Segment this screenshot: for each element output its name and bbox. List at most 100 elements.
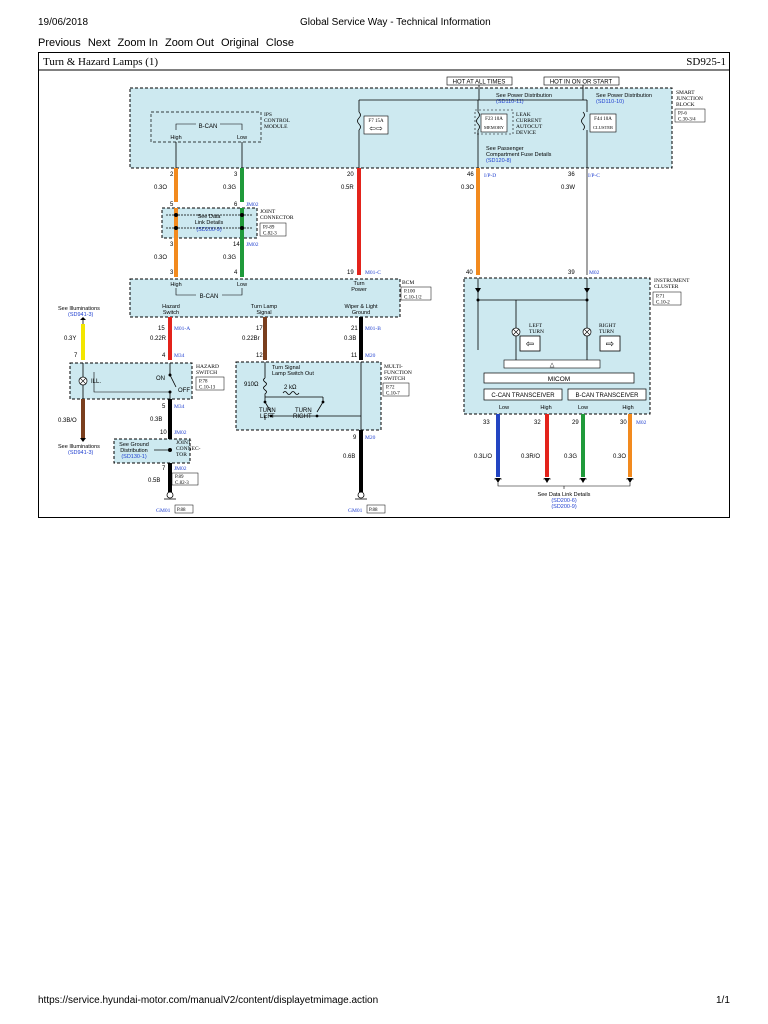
sd110-10-link[interactable]: (SD110-10): [596, 99, 624, 105]
pin-9: 9: [353, 435, 357, 441]
sjb-ref-1: PJ-6: [678, 112, 687, 117]
zoom-out-link[interactable]: Zoom Out: [164, 37, 214, 49]
zoom-in-link[interactable]: Zoom In: [117, 37, 158, 49]
turn-left-2: LEFT: [260, 414, 275, 420]
wire-03o-top: 0.3O: [461, 185, 474, 191]
pin-15: 15: [158, 326, 165, 332]
joint-pin-5: 5: [170, 202, 174, 208]
ic-pin-32: 32: [534, 420, 541, 426]
m34-a: M34: [174, 353, 185, 359]
sd200-6-link[interactable]: (SD200-6): [551, 498, 577, 504]
leak-label-3: AUTOCUT: [516, 124, 543, 130]
right-turn-1: RIGHT: [599, 323, 616, 329]
hazard-ref-box: [195, 376, 225, 391]
ips-high: High: [170, 135, 181, 141]
wire-03b-b: 0.3B: [150, 417, 162, 423]
joint2-ref-2: C.82-3: [175, 481, 189, 486]
mfs-ref-2: C.10-7: [386, 392, 400, 397]
fuse-f23-memory: MEMORY: [484, 125, 505, 130]
conn-ip-d: I/P-D: [484, 173, 496, 179]
g88-b: P.88: [369, 508, 378, 513]
footer-page: 1/1: [716, 995, 730, 1006]
left-arrow-icon: ⇦: [526, 339, 534, 350]
hazard-ref-2: C.10-13: [199, 386, 216, 391]
diagram-code: SD925-1: [686, 56, 726, 68]
sd130-1-link[interactable]: (SD130-1): [121, 454, 147, 460]
right-arrow-icon: ⇨: [606, 339, 614, 350]
bcm-bcan: B-CAN: [200, 294, 219, 300]
see-data-link-2: Link Details: [195, 220, 224, 226]
ic-label-1: INSTRUMENT: [654, 278, 690, 284]
jm02-b: JM02: [246, 242, 259, 248]
pin-36: 36: [568, 172, 575, 178]
turn-right-1: TURN: [295, 408, 312, 414]
pin-3: 3: [234, 172, 238, 178]
wire-03g-b: 0.3G: [223, 255, 236, 261]
sd120-8-link[interactable]: (SD120-8): [486, 158, 512, 164]
tr-low-a: Low: [499, 405, 509, 411]
left-turn-1: LEFT: [529, 323, 543, 329]
hazard-switch-label-1: Hazard: [162, 304, 180, 310]
see-ground-1: See Ground: [119, 442, 149, 448]
pin-10: 10: [160, 430, 167, 436]
next-link[interactable]: Next: [87, 37, 111, 49]
sd941-3-link-a[interactable]: (SD941-3): [68, 312, 94, 318]
original-link[interactable]: Original: [220, 37, 259, 49]
fuse-f23: F23 10A: [485, 117, 503, 122]
sd110-11-link[interactable]: (SD110-11): [496, 99, 524, 105]
jm02-d: JM02: [174, 466, 187, 472]
sjb-label-2: JUNCTION: [676, 96, 703, 102]
see-power-distribution-2: See Power Distribution: [596, 93, 652, 99]
wire-03g-c: 0.3G: [564, 454, 577, 460]
ips-label-1: IPS: [264, 112, 272, 118]
wire-03o-b: 0.3O: [154, 255, 167, 261]
see-data-link-1: See Data: [198, 214, 222, 220]
turn-lamp-signal-2: Signal: [256, 310, 271, 316]
ips-label-3: MODULE: [264, 124, 288, 130]
ic-ref-1: P.71: [656, 295, 665, 300]
hazard-arrows-icon: ⇦⇨: [369, 124, 383, 133]
wire-03g-a: 0.3G: [223, 185, 236, 191]
bcm-ref-box: [400, 286, 432, 301]
tr-high-a: High: [540, 405, 551, 411]
bcm-low: Low: [237, 282, 247, 288]
sd941-3-link-b[interactable]: (SD941-3): [68, 450, 94, 456]
pin-17: 17: [256, 326, 263, 332]
joint-ref-1: PJ-89: [263, 226, 275, 231]
leak-label-1: LEAK: [516, 112, 531, 118]
joint-ref-2: C.82-3: [263, 232, 277, 237]
tr-low-b: Low: [578, 405, 588, 411]
conn-ip-c: I/P-C: [588, 173, 600, 179]
bcm-pin-19: 19: [347, 270, 354, 276]
ips-low: Low: [237, 135, 247, 141]
tsl-switch-out-1: Turn Signal: [272, 365, 300, 371]
ic-pin-30: 30: [620, 420, 627, 426]
footer-url[interactable]: https://service.hyundai-motor.com/manual…: [38, 995, 379, 1006]
previous-link[interactable]: Previous: [38, 37, 81, 49]
leak-label-4: DEVICE: [516, 130, 537, 136]
wire-03w: 0.3W: [561, 185, 575, 191]
wire-03lo: 0.3L/O: [474, 454, 492, 460]
joint-connector-2: [113, 438, 191, 464]
jm02-c: JM02: [174, 430, 187, 436]
see-power-distribution-1: See Power Distribution: [496, 93, 552, 99]
sd200-9-link[interactable]: (SD200-9): [196, 227, 222, 233]
see-illuminations-1: See Illuminations: [58, 306, 100, 312]
hot-at-all-times-box: [446, 76, 513, 86]
smart-junction-block: [129, 87, 673, 169]
diagram-frame: [38, 52, 730, 518]
micom-label: MICOM: [548, 376, 570, 383]
wire-03y: 0.3Y: [64, 336, 76, 342]
sd200-9-link-b[interactable]: (SD200-9): [551, 504, 577, 510]
sjb-ref-2: C.30-3/4: [678, 118, 696, 123]
bcm-ref-2: C.10-1/2: [404, 296, 422, 301]
left-arrow-indicator: [519, 335, 541, 352]
see-illuminations-2: See Illuminations: [58, 444, 100, 450]
mfs-ref-1: P.72: [386, 386, 395, 391]
see-passenger-2: Compartment Fuse Details: [486, 152, 552, 158]
fuse-f7-symbol: [357, 111, 361, 131]
hazard-switch-2: SWITCH: [196, 370, 217, 376]
joint-pin-14: 14: [233, 242, 240, 248]
turn-right-2: RIGHT: [293, 414, 312, 420]
close-link[interactable]: Close: [265, 37, 295, 49]
